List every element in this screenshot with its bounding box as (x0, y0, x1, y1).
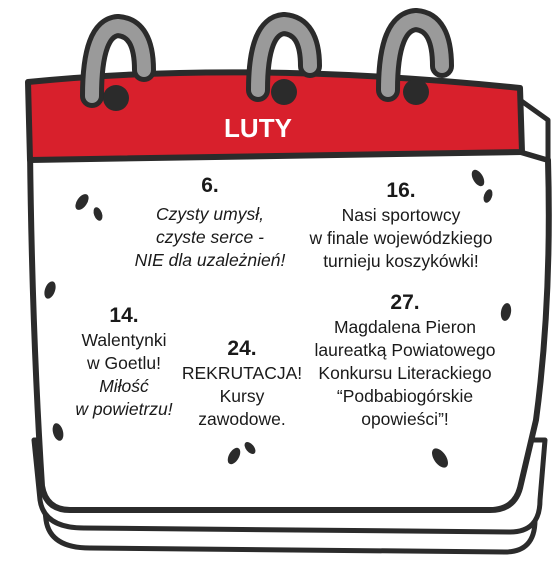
event-line: Czysty umysł, (156, 204, 264, 224)
event-line: w finale wojewódzkiego (309, 228, 493, 248)
event-line: w Goetlu! (87, 353, 161, 373)
event-line: “Podbabiogórskie (336, 386, 474, 406)
event-line: Kursy (219, 386, 265, 406)
binder-ring-right (376, 7, 454, 105)
event-27: 27. Magdalena Pieron laureatką Powiatowe… (300, 290, 510, 431)
binder-ring-left (80, 13, 156, 111)
event-line: Nasi sportowcy (341, 205, 461, 225)
event-line: opowieści”! (361, 409, 449, 429)
event-line: czyste serce - (156, 227, 264, 247)
event-line: NIE dla uzależnień! (134, 250, 286, 270)
event-6: 6. Czysty umysł, czyste serce - NIE dla … (120, 173, 300, 272)
event-16: 16. Nasi sportowcy w finale wojewódzkieg… (296, 178, 506, 273)
event-day: 24. (227, 337, 257, 360)
binder-ring-middle (246, 11, 322, 105)
event-line: laureatką Powiatowego (314, 340, 496, 360)
event-line: Magdalena Pieron (333, 317, 477, 337)
decorative-marks (44, 169, 512, 468)
event-line: zawodowe. (198, 409, 286, 429)
event-line: w powietrzu! (75, 399, 173, 419)
event-day: 27. (390, 291, 420, 314)
calendar-page (27, 147, 552, 513)
event-line: Walentynki (81, 330, 167, 350)
event-day: 6. (201, 174, 219, 197)
event-day: 14. (109, 304, 139, 327)
month-title: LUTY (224, 113, 292, 143)
event-14: 14. Walentynki w Goetlu! Miłość w powiet… (66, 303, 182, 421)
event-line: Miłość (99, 376, 149, 396)
event-day: 16. (386, 179, 416, 202)
event-line: REKRUTACJA! (181, 363, 303, 383)
event-line: Konkursu Literackiego (318, 363, 492, 383)
event-24: 24. REKRUTACJA! Kursy zawodowe. (180, 336, 304, 431)
event-line: turnieju koszykówki! (323, 251, 479, 271)
